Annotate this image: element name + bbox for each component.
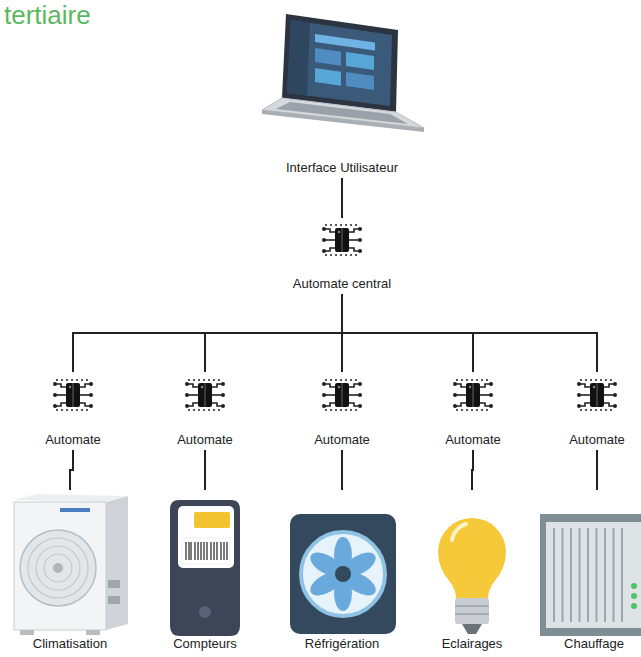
device-node: Chauffage bbox=[549, 490, 639, 654]
node-label: Compteurs bbox=[173, 636, 237, 651]
controller: Automate bbox=[307, 372, 377, 450]
page-title: tertiaire bbox=[4, 0, 91, 30]
central-controller: Automate central bbox=[287, 218, 397, 294]
controller-chip bbox=[577, 380, 617, 410]
controller: Automate bbox=[562, 372, 632, 450]
node-label: Automate bbox=[314, 432, 370, 447]
connector-line bbox=[342, 294, 597, 372]
device-node: Eclairages bbox=[432, 490, 512, 654]
connector-line bbox=[205, 294, 342, 372]
node-label: Automate bbox=[569, 432, 625, 447]
node-label: Automate bbox=[445, 432, 501, 447]
device-node: Réfrigération bbox=[287, 490, 397, 654]
controller-chip bbox=[322, 225, 362, 255]
connector-line bbox=[70, 450, 73, 490]
controller-chip bbox=[453, 380, 493, 410]
node-label: Interface Utilisateur bbox=[286, 160, 398, 175]
connector-line bbox=[341, 450, 343, 490]
connector-line bbox=[596, 450, 598, 490]
connector-line bbox=[341, 178, 343, 218]
heater-icon bbox=[540, 514, 641, 636]
controller-chip bbox=[53, 380, 93, 410]
controller-chip bbox=[322, 380, 362, 410]
node-label: Eclairages bbox=[442, 636, 503, 651]
controller: Automate bbox=[438, 372, 508, 450]
device-node: Climatisation bbox=[10, 490, 130, 654]
ac-unit-icon bbox=[14, 494, 128, 635]
device-node: Compteurs bbox=[165, 490, 245, 654]
fan-icon bbox=[290, 514, 396, 634]
meter-icon bbox=[170, 500, 240, 636]
controller: Automate bbox=[38, 372, 108, 450]
laptop-icon bbox=[262, 14, 424, 132]
controller: Automate bbox=[170, 372, 240, 450]
node-label: Automate central bbox=[293, 276, 391, 291]
node-label: Chauffage bbox=[564, 636, 624, 651]
node-label: Automate bbox=[45, 432, 101, 447]
node-label: Automate bbox=[177, 432, 233, 447]
node-label: Climatisation bbox=[33, 636, 107, 651]
connector-line bbox=[472, 450, 473, 490]
connector-line bbox=[204, 450, 206, 490]
laptop-node: Interface Utilisateur bbox=[257, 8, 427, 178]
connector-line bbox=[73, 294, 342, 372]
controller-chip bbox=[185, 380, 225, 410]
node-label: Réfrigération bbox=[305, 636, 379, 651]
bulb-icon bbox=[438, 518, 506, 634]
